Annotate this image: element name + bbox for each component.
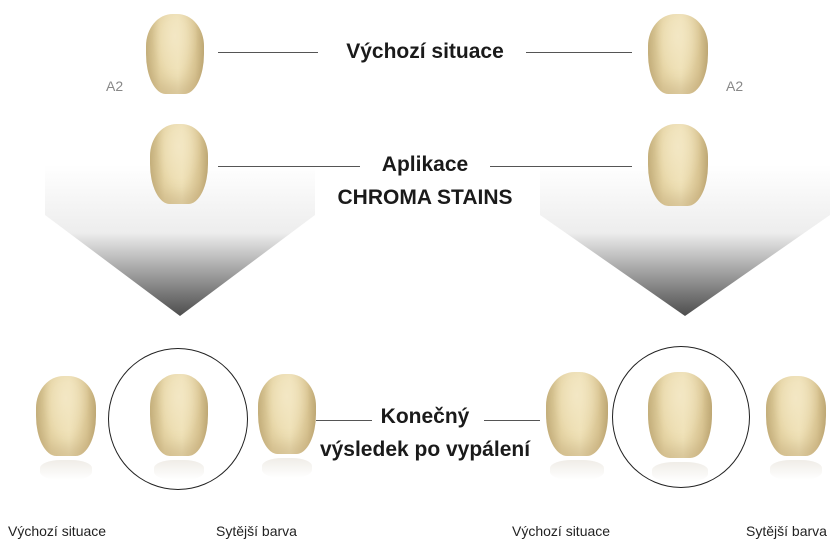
reflection bbox=[154, 460, 204, 480]
reflection bbox=[40, 460, 92, 480]
reflection bbox=[550, 460, 604, 480]
tooth-final-right-result bbox=[648, 372, 712, 458]
initial-situation-title: Výchozí situace bbox=[340, 40, 510, 64]
caption-left-initial: Výchozí situace bbox=[8, 523, 106, 539]
caption-right-darker: Sytější barva bbox=[746, 523, 827, 539]
caption-left-darker: Sytější barva bbox=[216, 523, 297, 539]
tooth-initial-right bbox=[648, 14, 708, 94]
shade-label-right: A2 bbox=[726, 78, 743, 94]
connector-line bbox=[218, 166, 360, 167]
shade-label-left: A2 bbox=[106, 78, 123, 94]
tooth-stain-left bbox=[150, 124, 208, 204]
connector-line bbox=[490, 166, 632, 167]
final-title-line1: Konečný bbox=[340, 405, 510, 429]
tooth-stain-right bbox=[648, 124, 708, 206]
stain-title-line1: Aplikace bbox=[340, 153, 510, 177]
reflection bbox=[652, 462, 708, 482]
tooth-final-left-initial bbox=[36, 376, 96, 456]
connector-line bbox=[218, 52, 318, 53]
tooth-final-right-darker bbox=[766, 376, 826, 456]
final-title-line2: výsledek po vypálení bbox=[300, 438, 550, 462]
reflection bbox=[770, 460, 822, 480]
tooth-final-left-result bbox=[150, 374, 208, 456]
stain-title-line2: CHROMA STAINS bbox=[320, 186, 530, 210]
tooth-initial-left bbox=[146, 14, 204, 94]
caption-right-initial: Výchozí situace bbox=[512, 523, 610, 539]
tooth-final-right-initial bbox=[546, 372, 608, 456]
connector-line bbox=[484, 420, 540, 421]
connector-line bbox=[526, 52, 632, 53]
